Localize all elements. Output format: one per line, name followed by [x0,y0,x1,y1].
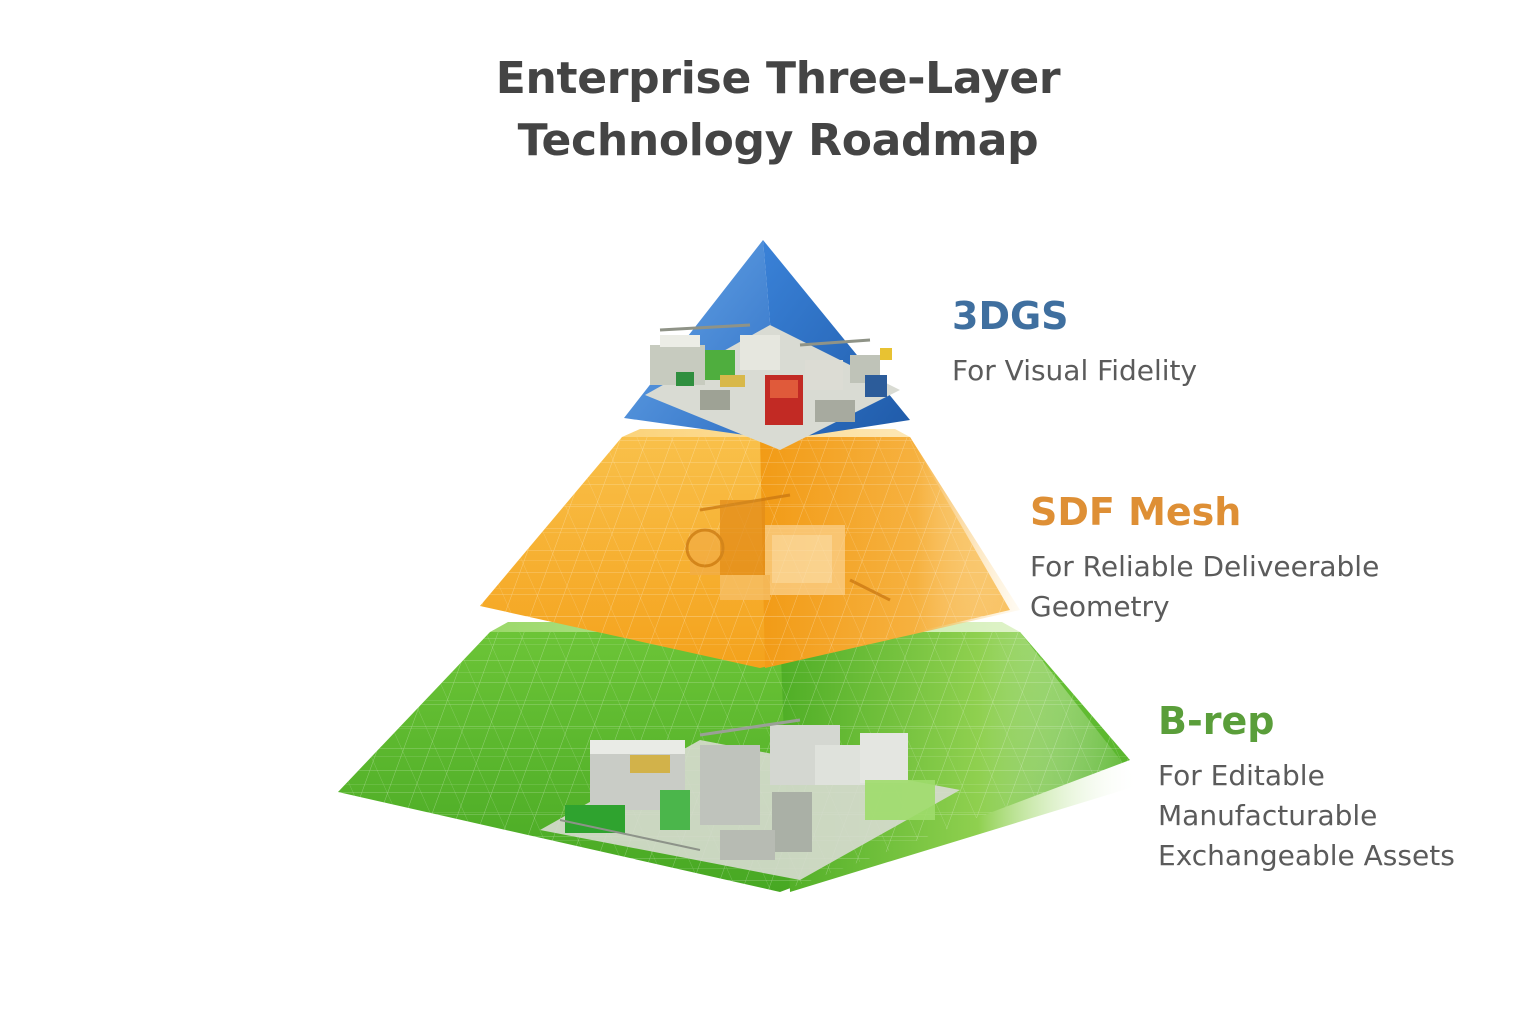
layer-name-sdf-mesh: SDF Mesh [1030,490,1242,534]
layer-desc-3dgs: For Visual Fidelity [952,351,1197,391]
3dgs-scene-model [645,323,900,450]
label-3dgs: 3DGS For Visual Fidelity [952,293,1197,391]
title-line-1: Enterprise Three-Layer [495,53,1061,104]
label-sdf-mesh: SDF Mesh For Reliable Deliveerable Geome… [1030,489,1379,627]
layer-name-brep: B-rep [1158,699,1275,743]
layer-desc-3dgs-line-1: For Visual Fidelity [952,354,1198,387]
layer-desc-brep-line-1: For Editable [1158,759,1325,792]
sdf-mesh-layer [480,429,1020,668]
brep-factory-model [540,718,960,880]
diagram-title: Enterprise Three-Layer Technology Roadma… [0,48,1536,172]
brep-layer [338,622,1140,892]
layer-desc-brep-line-3: Exchangeable Assets [1158,839,1455,872]
layer-name-3dgs: 3DGS [952,294,1069,338]
layer-desc-sdf-mesh-line-1: For Reliable Deliveerable [1030,550,1380,583]
title-line-2: Technology Roadmap [517,115,1039,166]
layer-desc-sdf-mesh-line-2: Geometry [1030,590,1170,623]
label-brep: B-rep For Editable Manufacturable Exchan… [1158,698,1455,876]
3dgs-layer [624,240,910,450]
layer-desc-brep-line-2: Manufacturable [1158,799,1378,832]
layer-desc-brep: For Editable Manufacturable Exchangeable… [1158,756,1455,876]
layer-desc-sdf-mesh: For Reliable Deliveerable Geometry [1030,547,1379,627]
sdf-machinery-model [685,493,891,602]
